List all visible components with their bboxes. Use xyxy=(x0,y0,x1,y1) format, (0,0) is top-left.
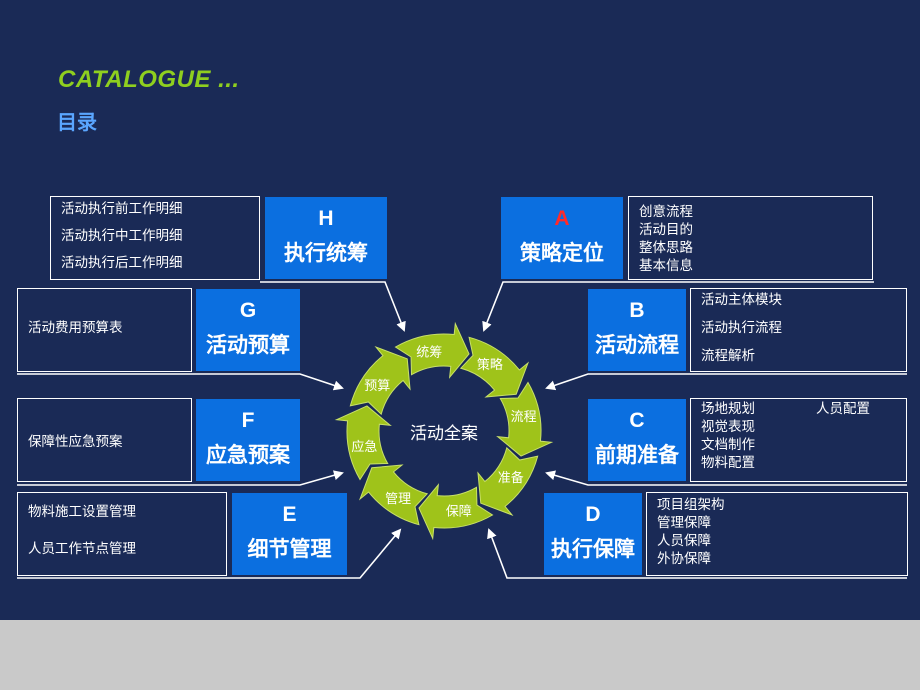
section-f-details: 保障性应急预案 xyxy=(17,398,192,482)
section-d-name: 执行保障 xyxy=(551,537,635,561)
connector-d xyxy=(487,528,907,579)
section-b-item: 流程解析 xyxy=(701,348,755,364)
section-b-item: 活动执行流程 xyxy=(701,320,782,336)
section-a-letter: A xyxy=(554,207,570,230)
section-h-letter: H xyxy=(318,207,334,230)
cycle-arrow-segment xyxy=(459,336,530,398)
title-english: CATALOGUE ... xyxy=(58,66,240,93)
section-b-item: 活动主体模块 xyxy=(701,292,782,308)
section-a-title[interactable]: A 策略定位 xyxy=(501,197,623,279)
section-c-details: 场地规划 人员配置 视觉表现 文档制作 物料配置 xyxy=(690,398,907,482)
section-a-item: 活动目的 xyxy=(639,222,693,238)
section-h-details: 活动执行前工作明细 活动执行中工作明细 活动执行后工作明细 xyxy=(50,196,260,280)
section-d-title[interactable]: D 执行保障 xyxy=(544,493,642,575)
section-h-name: 执行统筹 xyxy=(284,241,368,265)
cycle-step-label: 流程 xyxy=(511,410,537,425)
section-d-details: 项目组架构 管理保障 人员保障 外协保障 xyxy=(646,492,908,576)
cycle-arrow-segment xyxy=(394,321,470,379)
section-a-item: 创意流程 xyxy=(639,204,693,220)
connector-c xyxy=(545,470,907,486)
section-d-item: 项目组架构 xyxy=(657,497,725,513)
section-g-details: 活动费用预算表 xyxy=(17,288,192,372)
section-e-title[interactable]: E 细节管理 xyxy=(232,493,347,575)
section-c-item: 人员配置 xyxy=(816,401,870,417)
connector-b xyxy=(545,373,907,391)
section-g-letter: G xyxy=(239,299,257,322)
connector-g xyxy=(17,373,344,391)
title-chinese: 目录 xyxy=(57,110,97,134)
section-c-item: 文档制作 xyxy=(701,437,755,453)
section-g-name: 活动预算 xyxy=(206,333,290,357)
cycle-step-label: 准备 xyxy=(498,470,524,486)
cycle-step-label: 预算 xyxy=(364,379,390,394)
section-g-item: 活动费用预算表 xyxy=(28,320,123,336)
section-c-item: 视觉表现 xyxy=(701,419,755,435)
cycle-step-label: 策略 xyxy=(477,357,503,373)
section-a-item: 整体思路 xyxy=(639,240,693,256)
section-f-item: 保障性应急预案 xyxy=(28,434,123,450)
section-d-item: 管理保障 xyxy=(657,515,711,531)
section-c-item: 场地规划 xyxy=(701,401,755,417)
section-b-name: 活动流程 xyxy=(595,333,679,357)
cycle-arrow-segment xyxy=(418,483,494,541)
cycle-step-label: 保障 xyxy=(446,505,472,520)
cycle-arrow-segment xyxy=(349,345,411,416)
footer-band xyxy=(0,620,920,690)
section-d-item: 人员保障 xyxy=(657,533,711,549)
section-a-details: 创意流程 活动目的 整体思路 基本信息 xyxy=(628,196,873,280)
section-d-item: 外协保障 xyxy=(657,551,711,567)
connector-f xyxy=(17,470,344,486)
section-e-letter: E xyxy=(282,503,297,526)
section-d-letter: D xyxy=(585,503,601,526)
cycle-step-label: 统筹 xyxy=(416,344,442,360)
section-a-item: 基本信息 xyxy=(639,258,693,274)
cycle-step-label: 管理 xyxy=(385,492,411,507)
section-h-title[interactable]: H 执行统筹 xyxy=(265,197,387,279)
connector-e xyxy=(17,528,402,579)
cycle-arrow-segment xyxy=(334,405,392,481)
cycle-arrow-segment xyxy=(358,464,429,526)
cycle-arrow-segment xyxy=(496,381,554,457)
section-e-item: 人员工作节点管理 xyxy=(28,541,136,557)
section-a-name: 策略定位 xyxy=(520,241,604,265)
section-c-name: 前期准备 xyxy=(595,443,679,467)
section-b-title[interactable]: B 活动流程 xyxy=(588,289,686,371)
slide: CATALOGUE ... 目录 活动执行前工作明细 活动执行中工作明细 活动执… xyxy=(17,66,908,579)
section-c-item: 物料配置 xyxy=(701,455,755,471)
section-e-details: 物料施工设置管理 人员工作节点管理 xyxy=(17,492,227,576)
section-f-letter: F xyxy=(241,409,255,432)
connector-h xyxy=(260,281,406,332)
section-e-item: 物料施工设置管理 xyxy=(28,504,136,520)
section-b-letter: B xyxy=(629,299,645,322)
section-b-details: 活动主体模块 活动执行流程 流程解析 xyxy=(690,288,907,372)
section-c-letter: C xyxy=(629,409,645,432)
section-h-item: 活动执行前工作明细 xyxy=(61,201,183,217)
section-e-name: 细节管理 xyxy=(247,537,332,561)
section-c-title[interactable]: C 前期准备 xyxy=(588,399,686,481)
center-label: 活动全案 xyxy=(410,424,478,444)
section-h-item: 活动执行中工作明细 xyxy=(61,228,183,244)
section-f-name: 应急预案 xyxy=(206,443,290,467)
section-h-item: 活动执行后工作明细 xyxy=(61,255,183,271)
connector-a xyxy=(482,281,874,332)
cycle-step-label: 应急 xyxy=(351,439,377,455)
section-g-title[interactable]: G 活动预算 xyxy=(196,289,300,371)
section-f-title[interactable]: F 应急预案 xyxy=(196,399,300,481)
cycle-arrow-segment xyxy=(477,446,539,517)
